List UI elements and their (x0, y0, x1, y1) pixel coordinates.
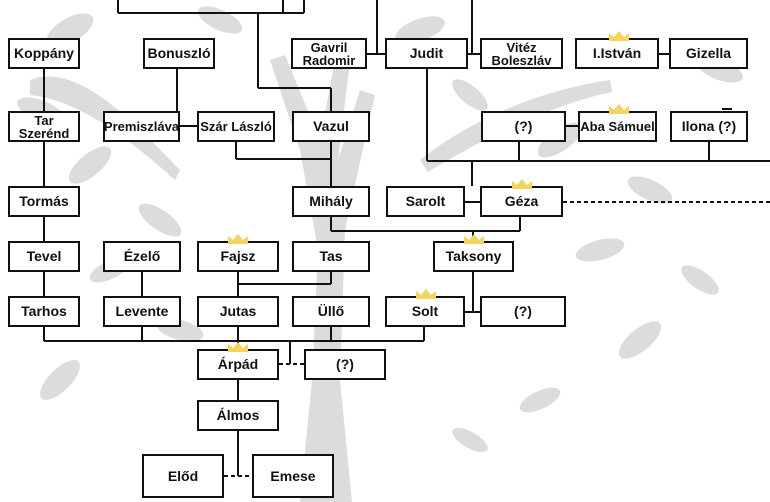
person-label: Jutas (219, 303, 257, 319)
person-vitez-boleszlav[interactable]: Vitéz Boleszláv (480, 38, 563, 69)
person-levente[interactable]: Levente (103, 296, 181, 327)
person-label: Premiszláva (103, 119, 180, 134)
person-jutas[interactable]: Jutas (197, 296, 279, 327)
crown-icon (512, 179, 532, 189)
person-geza[interactable]: Géza (480, 179, 563, 217)
person-label: Taksony (445, 248, 502, 264)
person-almos[interactable]: Álmos (197, 400, 279, 431)
person-arpad[interactable]: Árpád (197, 342, 279, 380)
person-label: Koppány (14, 45, 74, 61)
person-fajsz[interactable]: Fajsz (197, 234, 279, 272)
person-ezelo[interactable]: Ézelő (103, 241, 181, 272)
person-aba-samuel[interactable]: Aba Sámuel (578, 104, 657, 142)
person-gizella[interactable]: Gizella (669, 38, 748, 69)
person-szar-laszlo[interactable]: Szár László (197, 111, 275, 142)
person-ullo[interactable]: Üllő (292, 296, 370, 327)
person-label: Tas (319, 248, 343, 264)
person-istvan[interactable]: I.István (575, 31, 659, 69)
person-label: (?) (336, 356, 354, 372)
person-unknown-3[interactable]: (?) (304, 349, 386, 380)
person-label: Gavril Radomir (302, 39, 356, 68)
person-judit[interactable]: Judit (385, 38, 468, 69)
person-label: Géza (504, 193, 539, 209)
person-tormas[interactable]: Tormás (8, 186, 80, 217)
crown-icon (464, 234, 484, 244)
person-tar-szerend[interactable]: Tar Szerénd (8, 111, 80, 142)
person-label: Gizella (685, 45, 732, 61)
person-label: (?) (514, 303, 532, 319)
person-unknown-2[interactable]: (?) (480, 296, 566, 327)
person-emese[interactable]: Emese (252, 454, 334, 498)
person-elod[interactable]: Előd (142, 454, 224, 498)
person-ilona[interactable]: Ilona (?) (670, 111, 748, 142)
crown-icon (228, 342, 248, 352)
person-label: Bonuszló (147, 45, 211, 61)
person-gavril-radomir[interactable]: Gavril Radomir (291, 38, 367, 69)
person-label: Árpád (217, 356, 259, 372)
person-bonuszlo[interactable]: Bonuszló (143, 38, 215, 69)
person-label: Judit (409, 45, 444, 61)
person-label: Szár László (200, 119, 272, 134)
person-unknown-1[interactable]: (?) (481, 111, 566, 142)
crown-icon (609, 31, 629, 41)
person-label: Álmos (216, 407, 260, 423)
person-label: I.István (592, 45, 642, 61)
person-label: Tar Szerénd (18, 112, 70, 141)
person-label: Emese (270, 467, 316, 484)
person-label: Tormás (19, 193, 69, 209)
person-label: Levente (115, 303, 169, 319)
person-tevel[interactable]: Tevel (8, 241, 80, 272)
person-taksony[interactable]: Taksony (433, 234, 514, 272)
crown-icon (609, 104, 629, 114)
person-label: Aba Sámuel (580, 119, 655, 134)
person-label: Tarhos (21, 303, 67, 319)
person-label: Solt (411, 303, 439, 319)
person-solt[interactable]: Solt (385, 289, 465, 327)
person-label: Fajsz (220, 248, 256, 264)
person-tarhos[interactable]: Tarhos (8, 296, 80, 327)
person-label: Sarolt (405, 193, 446, 209)
person-sarolt[interactable]: Sarolt (386, 186, 465, 217)
person-koppany[interactable]: Koppány (8, 38, 80, 69)
person-mihaly[interactable]: Mihály (292, 186, 370, 217)
person-label: (?) (514, 118, 533, 134)
person-premiszlava[interactable]: Premiszláva (103, 111, 180, 142)
crown-icon (416, 289, 436, 299)
person-label: Mihály (309, 193, 353, 209)
person-vazul[interactable]: Vazul (292, 111, 370, 142)
person-label: Ézelő (123, 248, 161, 264)
crown-icon (228, 234, 248, 244)
tree-illustration (17, 6, 743, 502)
person-tas[interactable]: Tas (292, 241, 370, 272)
person-label: Vitéz Boleszláv (491, 39, 552, 68)
person-label: Előd (167, 467, 199, 484)
person-label: Tevel (26, 248, 62, 264)
person-label: Üllő (317, 303, 345, 319)
person-label: Ilona (?) (681, 118, 737, 134)
person-label: Vazul (313, 118, 349, 134)
